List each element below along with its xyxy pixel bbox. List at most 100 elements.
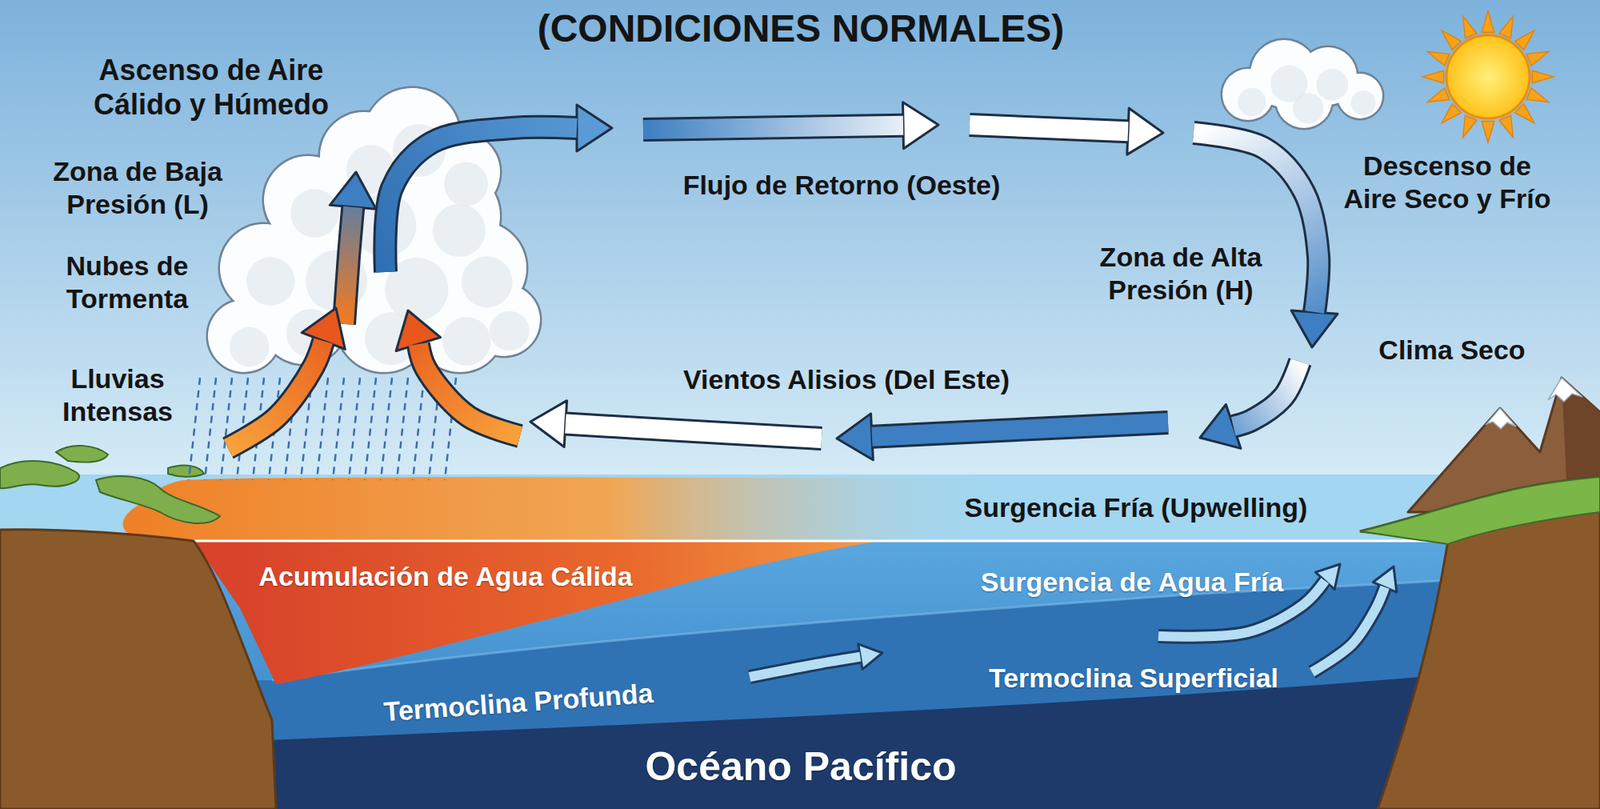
rain-streak	[220, 377, 232, 480]
islands	[0, 445, 220, 524]
process-label: Descenso de Aire Seco y Frío	[1338, 149, 1556, 216]
arrow-head	[858, 644, 883, 670]
upwelling-label: Surgencia Fría (Upwelling)	[964, 491, 1308, 524]
sun-ray	[1427, 88, 1450, 102]
arrow-head	[1291, 310, 1338, 348]
wind-label: Vientos Alisios (Del Este)	[683, 363, 1010, 396]
cloud-shade	[1237, 88, 1266, 116]
cloud-shade	[229, 327, 270, 368]
thermocline-label: Termoclina Profunda	[382, 676, 655, 728]
rain-streak	[348, 377, 360, 480]
sun-ray	[1481, 120, 1495, 143]
sun-ray	[1532, 70, 1554, 84]
cloud-shade	[246, 256, 296, 306]
snow-cap	[1486, 408, 1516, 429]
arrow-head	[530, 400, 568, 448]
arrow-shaft	[344, 207, 353, 324]
arrow-outline	[749, 656, 860, 677]
cloud-shade	[461, 256, 513, 308]
water-label: Acumulación de Agua Cálida	[258, 560, 632, 593]
rain-label: Lluvias Intensas	[45, 362, 190, 428]
arrow-shaft	[749, 656, 860, 677]
arrow-head	[1127, 108, 1164, 155]
rain-streak	[316, 377, 328, 480]
cloud-shade	[1351, 90, 1376, 116]
return-flow-arrow	[384, 104, 612, 272]
thermocline-label: Termoclina Superficial	[988, 661, 1279, 695]
arrow-shaft	[384, 127, 577, 272]
arrow-outline	[1312, 587, 1385, 672]
warm-surface-water	[123, 476, 1000, 541]
return-flow-arrow	[643, 102, 939, 149]
arrow-shaft	[228, 340, 324, 448]
cloud-shade	[489, 311, 530, 352]
arrow-outline	[643, 125, 904, 130]
return-flow-arrow	[969, 108, 1164, 155]
sun-ray	[1422, 70, 1444, 84]
arrow-head	[903, 102, 939, 149]
cloud-shade	[1292, 92, 1324, 124]
small-cloud	[1222, 40, 1383, 128]
climate-label: Clima Seco	[1378, 333, 1525, 367]
arrow-outline	[1233, 361, 1300, 427]
upwelling-arrow	[1312, 566, 1397, 672]
cloud-shade	[432, 204, 486, 257]
rain-streak	[332, 377, 344, 480]
arrow-shaft	[969, 124, 1128, 132]
rising-air-arrow	[329, 172, 376, 324]
upwelling-label: Surgencia de Agua Fría	[980, 565, 1284, 599]
snow-cap	[1548, 377, 1583, 402]
warm-air-arrow	[396, 310, 520, 436]
diagram-title: (CONDICIONES NORMALES)	[537, 5, 1065, 52]
trade-wind-arrow	[836, 413, 1168, 460]
sun-ray	[1463, 16, 1477, 39]
warm-water-pool	[193, 540, 880, 684]
cloud-shade	[290, 188, 340, 238]
rain-streak	[396, 377, 408, 480]
cloud-shade	[444, 162, 488, 207]
arrow-outline	[228, 340, 324, 448]
arrow-head	[836, 413, 873, 460]
cloud-shade	[442, 316, 492, 366]
arrow-shaft	[643, 125, 904, 130]
process-label: Ascenso de Aire Cálido y Húmedo	[79, 52, 344, 122]
arrow-outline	[565, 424, 822, 439]
grass	[1360, 476, 1600, 544]
arrow-outline	[384, 127, 577, 272]
arrow-head	[576, 104, 612, 152]
sun-ray	[1463, 115, 1477, 138]
surface-line	[152, 540, 1450, 543]
island	[96, 476, 220, 524]
trade-wind-arrow	[530, 400, 822, 448]
sun-disc	[1446, 35, 1530, 119]
sinking-air-arrow	[1193, 132, 1338, 348]
rain-streak	[412, 377, 424, 480]
cloud-label: Nubes de Tormenta	[39, 249, 216, 316]
rain	[188, 377, 456, 480]
rain-streak	[204, 377, 216, 480]
island	[0, 460, 80, 488]
arrow-outline	[344, 207, 353, 324]
sun-ray	[1427, 52, 1450, 66]
arrow-shaft	[418, 344, 520, 436]
warm-air-arrow	[228, 308, 345, 448]
cloud-shade	[1316, 68, 1349, 101]
sun-ray	[1481, 11, 1495, 33]
arrow-shaft	[1233, 361, 1300, 427]
sun-ray	[1499, 16, 1513, 39]
arrow-shaft	[565, 424, 822, 439]
rain-streak	[380, 377, 392, 480]
flow-label: Flujo de Retorno (Oeste)	[683, 168, 1001, 202]
sinking-air-arrow	[1200, 361, 1300, 448]
arrow-outline	[872, 422, 1168, 437]
arrow-shaft	[1312, 587, 1385, 672]
arrow-head	[329, 172, 376, 209]
sun-ray	[1526, 88, 1549, 102]
deep-current-arrow	[749, 644, 883, 677]
arrow-outline	[418, 344, 520, 436]
arrow-shaft	[872, 422, 1168, 437]
sun-ray	[1526, 52, 1549, 66]
